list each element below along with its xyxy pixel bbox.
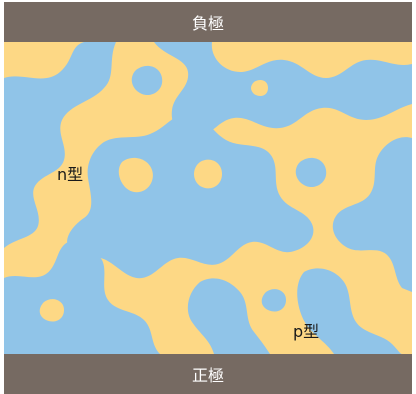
p-type-label: p型 — [293, 322, 320, 341]
n-type-network — [4, 42, 412, 354]
negative-electrode-label: 負極 — [191, 14, 224, 33]
blend-layer — [4, 42, 412, 354]
negative-electrode: 負極 — [4, 2, 412, 42]
positive-electrode: 正極 — [4, 354, 412, 394]
positive-electrode-label: 正極 — [191, 366, 224, 385]
p-type-islands — [39, 80, 268, 322]
n-type-label: n型 — [57, 165, 84, 184]
